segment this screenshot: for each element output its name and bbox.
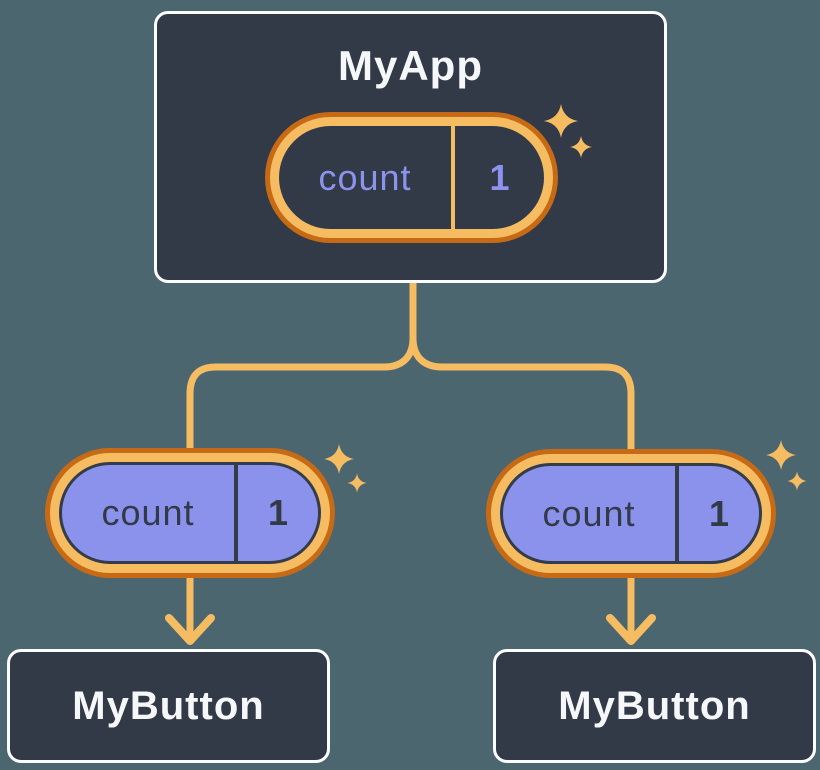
arrow-down-icon	[606, 614, 656, 645]
sparkle-icon	[766, 440, 796, 470]
state-pill-body: count 1	[279, 126, 544, 229]
prop-label: count	[542, 492, 636, 534]
prop-pill-left: count 1	[45, 448, 335, 578]
prop-label: count	[101, 492, 195, 533]
state-pill-ring: count 1	[270, 117, 553, 238]
prop-value: 1	[267, 492, 289, 533]
prop-value: 1	[708, 492, 730, 534]
node-mybutton-left: MyButton	[7, 649, 330, 763]
node-myapp-title: MyApp	[338, 42, 483, 89]
prop-pill-ring: count 1	[50, 453, 330, 573]
state-pill-root: count 1	[265, 112, 558, 243]
sparkle-icon	[347, 473, 367, 493]
prop-pill-right: count 1	[486, 449, 776, 578]
node-mybutton-title: MyButton	[72, 683, 265, 728]
prop-pill-body: count 1	[500, 463, 762, 564]
prop-pill-body: count 1	[59, 462, 321, 564]
node-mybutton-title: MyButton	[558, 683, 751, 728]
sparkle-icon	[787, 471, 807, 491]
state-label: count	[318, 156, 412, 198]
state-value: 1	[489, 156, 510, 198]
arrow-down-icon	[165, 614, 215, 645]
pill-divider	[675, 466, 679, 561]
node-mybutton-right: MyButton	[493, 649, 816, 763]
pill-divider	[451, 126, 455, 229]
prop-pill-ring: count 1	[491, 454, 771, 573]
sparkle-icon	[324, 444, 354, 474]
